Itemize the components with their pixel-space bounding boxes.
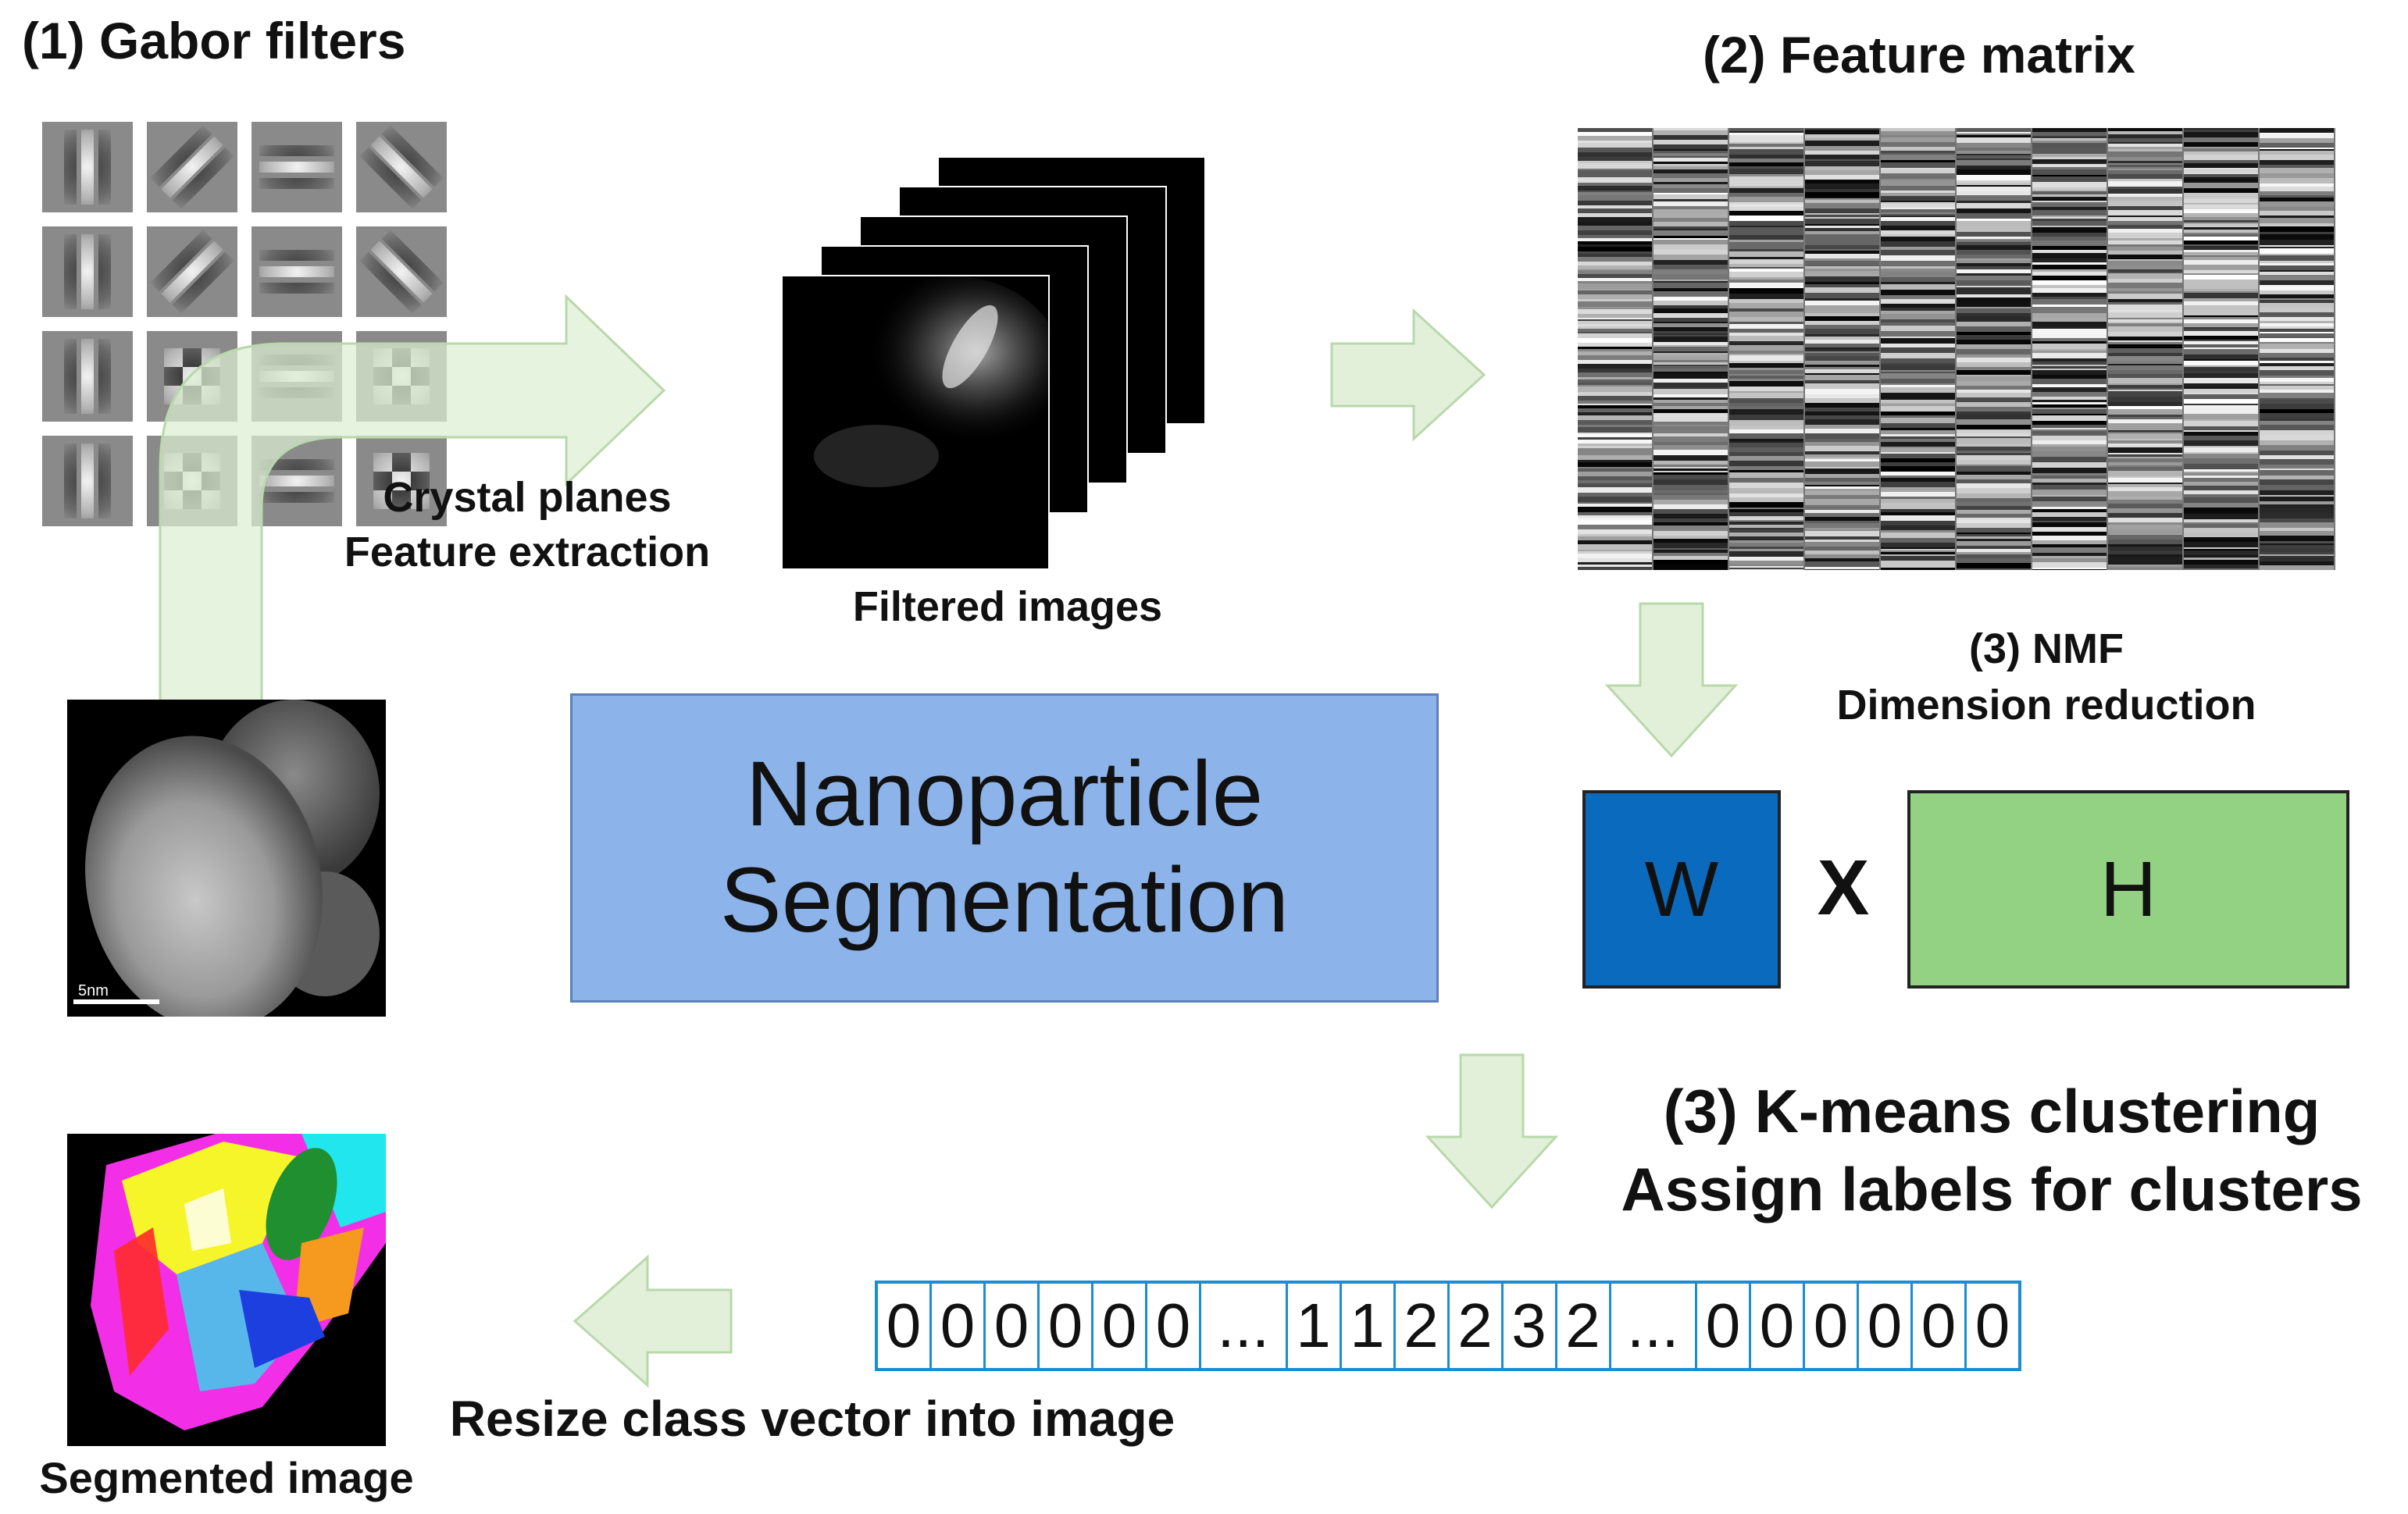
class-vector-cell: 2 [1557, 1284, 1611, 1368]
center-title-line2: Segmentation [719, 849, 1290, 952]
crystal-planes-label: Crystal planes [383, 474, 672, 521]
dimension-reduction-label: Dimension reduction [1836, 682, 2256, 729]
class-vector-cell: 0 [1697, 1284, 1751, 1368]
class-vector-cell: 0 [986, 1284, 1040, 1368]
class-vector-cell: 2 [1396, 1284, 1450, 1368]
class-vector-ellipsis: ... [1201, 1284, 1288, 1368]
segmented-regions [91, 1134, 386, 1430]
matrix-w-box: W [1582, 790, 1781, 989]
matrix-h-label: H [2099, 845, 2157, 933]
tem-nanoparticle-image: 5nm [67, 700, 386, 1017]
class-vector-cell: 0 [1913, 1284, 1967, 1368]
class-vector-cell: 0 [1147, 1284, 1201, 1368]
bent-arrow-feature-extraction [159, 294, 666, 704]
center-title-line1: Nanoparticle [745, 743, 1264, 846]
feature-matrix-stripes [1578, 128, 2334, 574]
filtered-image-stack [781, 156, 1218, 570]
matrix-w-label: W [1644, 845, 1719, 933]
arrow-to-feature-matrix [1330, 308, 1486, 442]
nmf-step-label: (3) NMF [1969, 625, 2124, 672]
kmeans-label: (3) K-means clustering [1663, 1077, 2321, 1145]
arrow-left-segmented [573, 1254, 733, 1388]
class-vector-cell: 0 [1751, 1284, 1805, 1368]
class-vector-cell: 2 [1450, 1284, 1504, 1368]
feature-matrix-image [1578, 128, 2335, 574]
arrow-down-kmeans [1425, 1053, 1559, 1209]
class-vector-cell: 1 [1342, 1284, 1396, 1368]
class-vector-cell: 0 [1859, 1284, 1913, 1368]
resize-label: Resize class vector into image [449, 1391, 1175, 1447]
segmented-image-label: Segmented image [39, 1453, 414, 1502]
matrix-h-box: H [1907, 790, 2349, 989]
filtered-image-front [781, 275, 1050, 570]
matrix-multiply-sign: X [1817, 844, 1870, 932]
class-vector-cell: 0 [878, 1284, 932, 1368]
tem-particle-graphic [73, 700, 380, 1017]
class-vector-cell: 0 [1040, 1284, 1093, 1368]
segmented-image [67, 1134, 386, 1446]
class-vector-cell: 0 [1805, 1284, 1859, 1368]
gabor-title: (1) Gabor filters [22, 12, 406, 69]
filtered-texture [814, 276, 1048, 487]
filtered-images-label: Filtered images [852, 583, 1163, 630]
assign-labels-label: Assign labels for clusters [1621, 1155, 2363, 1224]
scale-bar-label: 5nm [78, 982, 109, 999]
feature-extraction-label: Feature extraction [344, 529, 711, 575]
nanoparticle-segmentation-box: Nanoparticle Segmentation [570, 693, 1439, 1003]
class-vector-cell: 1 [1288, 1284, 1342, 1368]
arrow-down-nmf [1604, 602, 1739, 758]
class-vector-cell: 0 [1093, 1284, 1147, 1368]
class-vector-cell: 0 [1975, 1291, 2010, 1360]
class-vector-ellipsis: ... [1611, 1284, 1697, 1368]
class-vector-cell: 0 [932, 1284, 986, 1368]
class-vector-cell: 3 [1504, 1284, 1557, 1368]
feature-matrix-title: (2) Feature matrix [1703, 26, 2135, 84]
